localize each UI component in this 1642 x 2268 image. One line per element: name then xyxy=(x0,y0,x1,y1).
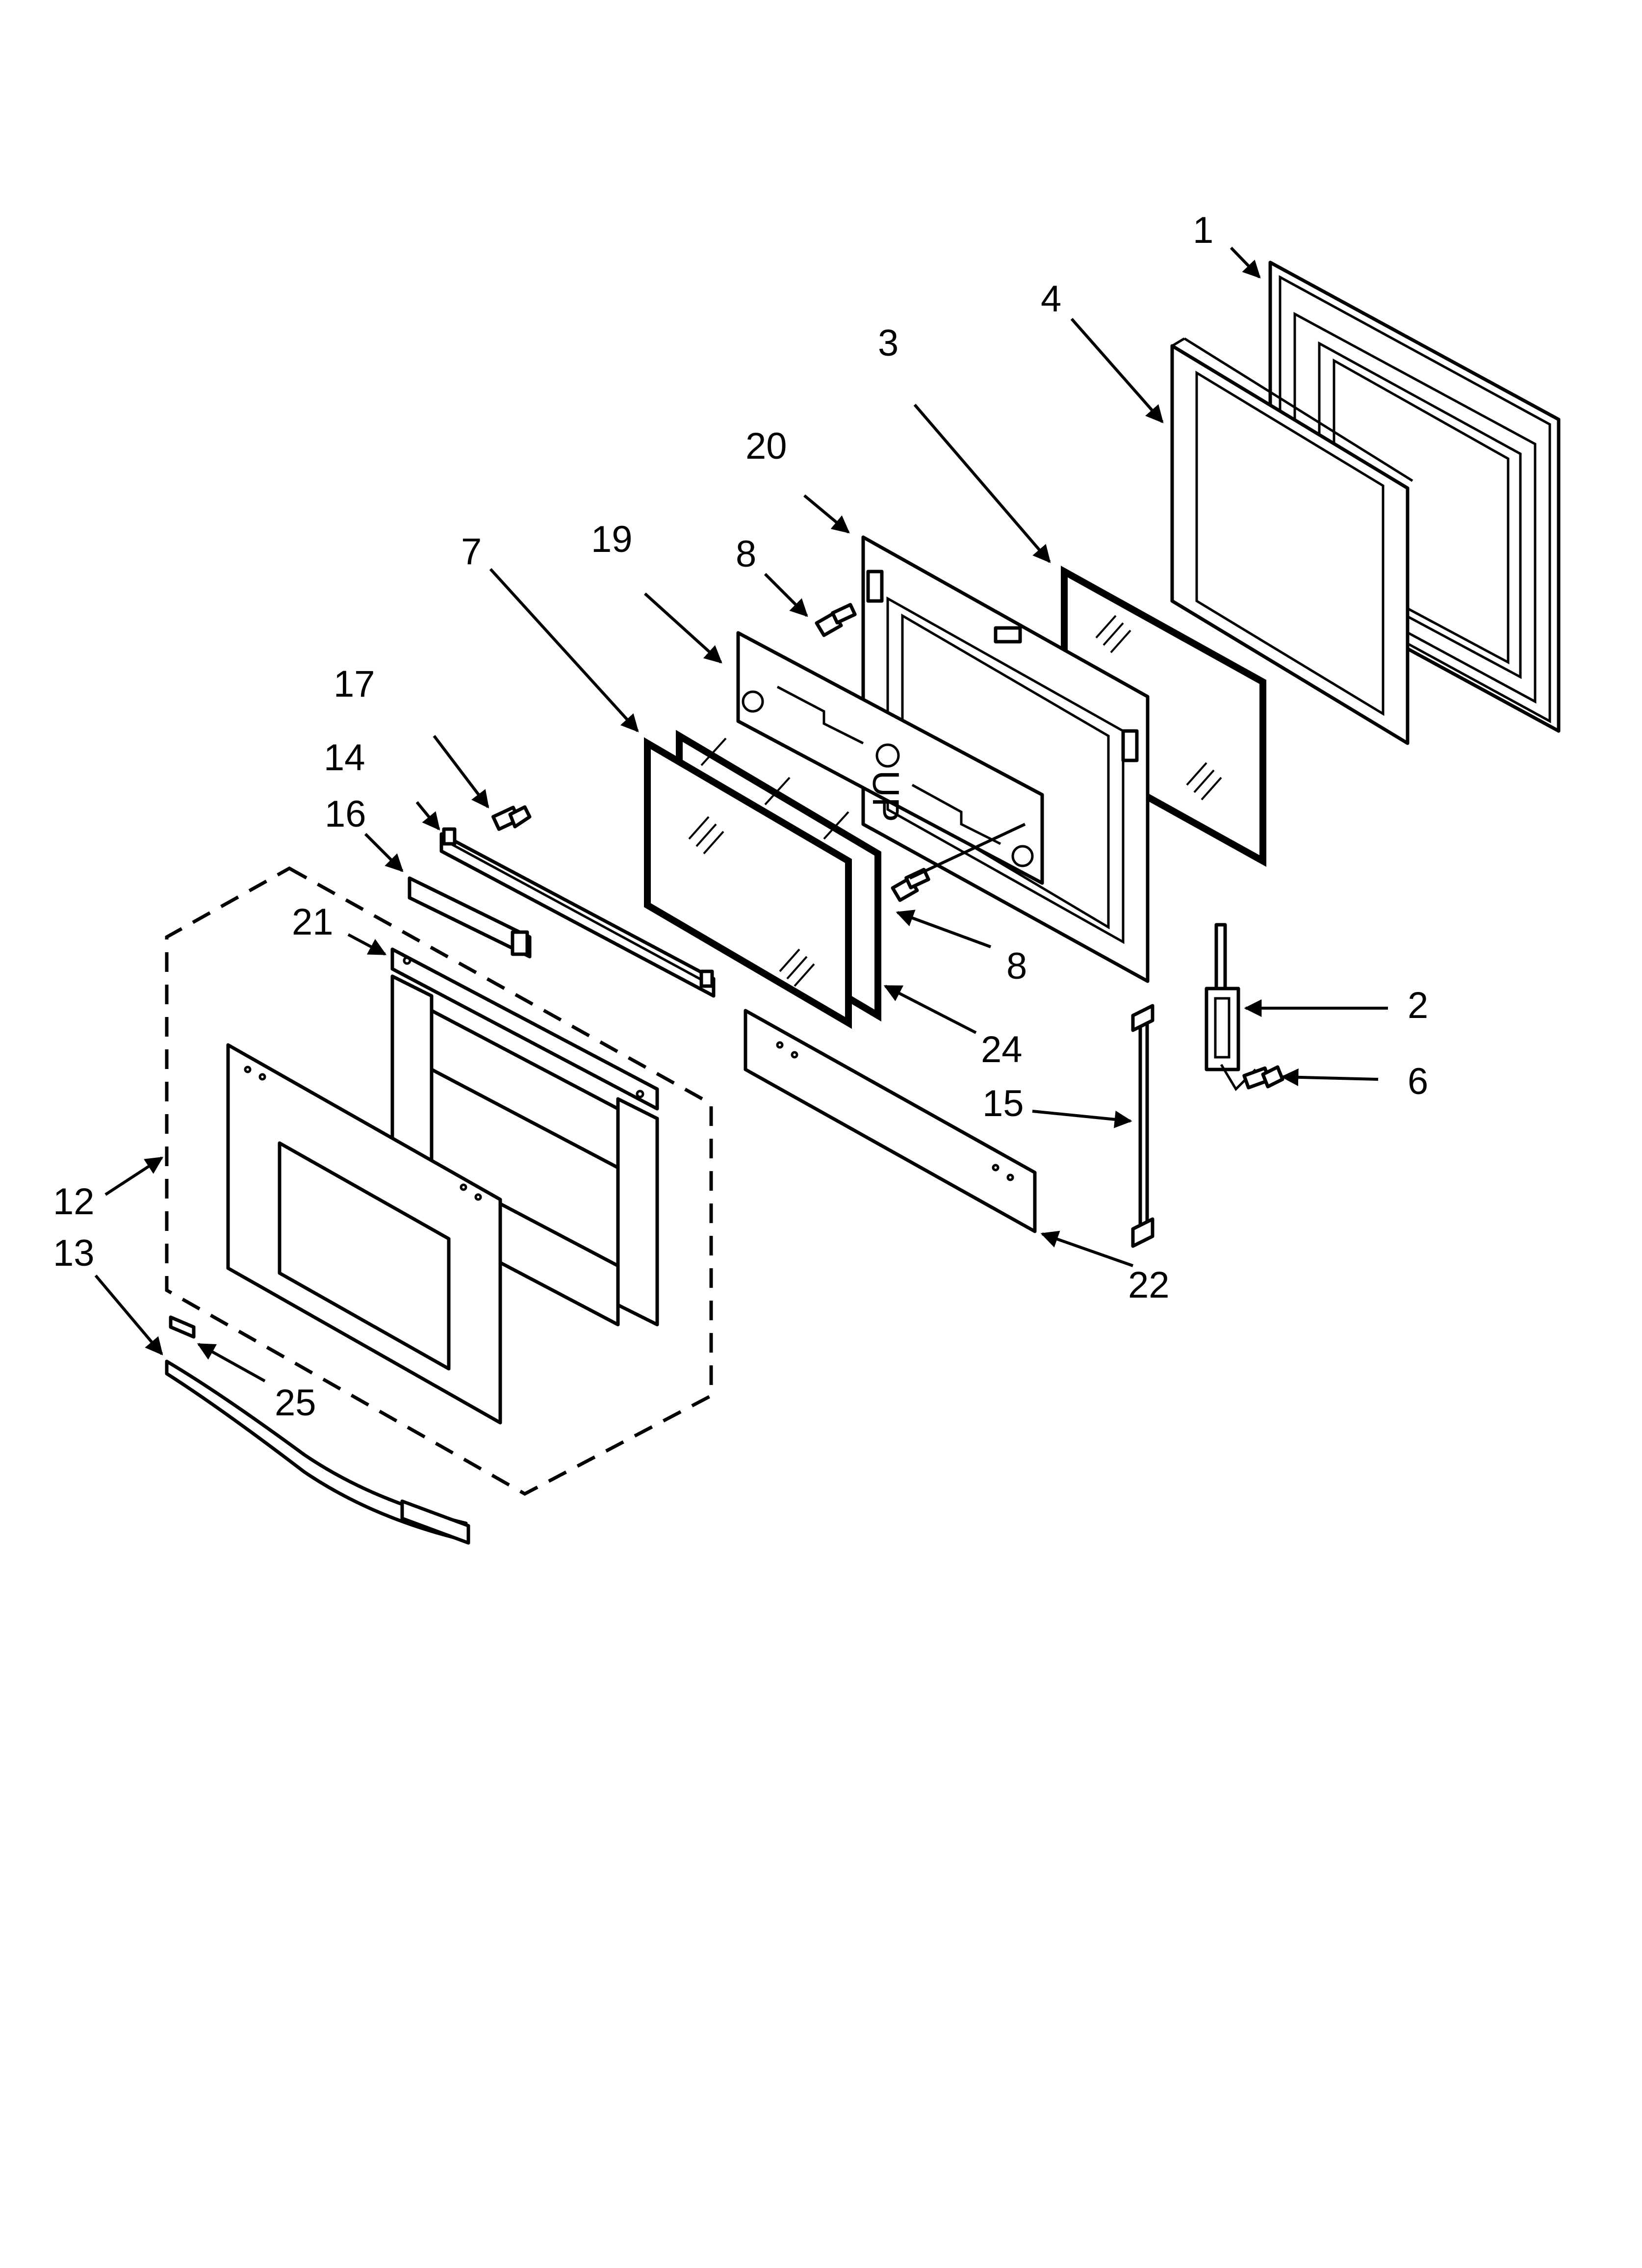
bracket-part-16 xyxy=(408,876,532,959)
door-assembly-boundary-part-12 xyxy=(165,866,713,1496)
callout-12: 12 xyxy=(53,1181,95,1223)
screw-part-8-upper xyxy=(815,602,857,637)
up-marking: UP xyxy=(865,770,906,822)
callout-8-lower: 8 xyxy=(1006,945,1027,987)
callout-14: 14 xyxy=(324,737,365,779)
hinge-part-2 xyxy=(1205,923,1257,1092)
callout-1: 1 xyxy=(1193,209,1213,251)
callout-21: 21 xyxy=(292,901,334,943)
callout-19: 19 xyxy=(591,519,633,560)
badge-part-25 xyxy=(169,1315,196,1339)
callout-3: 3 xyxy=(878,322,898,364)
screw-part-17 xyxy=(491,805,532,831)
callout-8-upper: 8 xyxy=(736,533,756,575)
callout-25: 25 xyxy=(275,1382,316,1424)
screw-part-6 xyxy=(1242,1065,1284,1090)
callout-24: 24 xyxy=(981,1029,1023,1070)
outer-door-frame-part-1 xyxy=(1268,261,1561,733)
callout-4: 4 xyxy=(1041,278,1061,320)
callout-6: 6 xyxy=(1408,1061,1428,1102)
callout-16: 16 xyxy=(325,793,366,835)
callout-17: 17 xyxy=(334,663,375,705)
trim-part-22 xyxy=(744,1009,1037,1233)
outer-door-glass-panel xyxy=(226,1043,502,1425)
callout-20: 20 xyxy=(745,425,787,467)
glass-panel-part-7 xyxy=(644,737,852,1029)
callout-22: 22 xyxy=(1128,1264,1170,1306)
shield-panel-part-19: UP xyxy=(736,631,1044,885)
callout-labels: 1 4 3 20 8 19 7 17 14 16 21 8 24 2 6 15 … xyxy=(53,209,1428,1424)
callout-2: 2 xyxy=(1408,985,1428,1026)
door-frame-part-4 xyxy=(1170,337,1413,745)
callout-15: 15 xyxy=(982,1083,1024,1124)
leader-lines xyxy=(94,246,1388,1382)
door-handle-part-13 xyxy=(165,1359,470,1545)
screw-part-8-lower xyxy=(891,867,930,902)
callout-13: 13 xyxy=(53,1232,95,1274)
callout-7: 7 xyxy=(461,531,482,573)
rail-part-14 xyxy=(439,827,716,998)
hinge-receiver-part-15 xyxy=(1131,1004,1155,1248)
